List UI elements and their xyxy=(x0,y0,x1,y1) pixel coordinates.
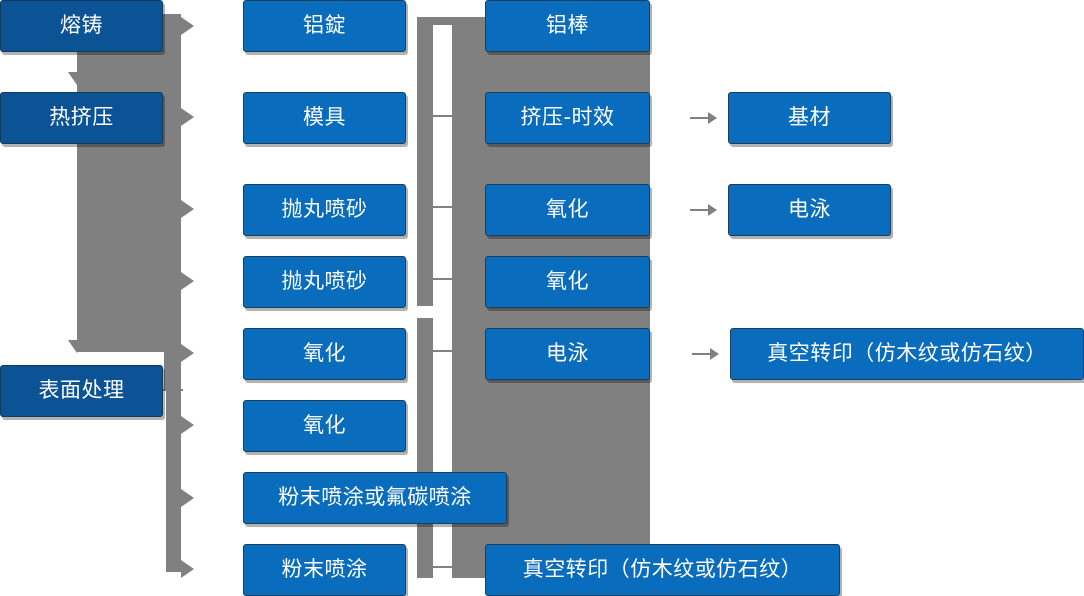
connector-bus-left-notch xyxy=(77,14,92,352)
connector-stage3-vertical xyxy=(164,352,166,391)
process-box-c3-1-label: 铝棒 xyxy=(546,13,589,38)
product-box-c4-3[interactable]: 真空转印（仿木纹或仿石纹） xyxy=(730,328,1084,380)
process-box-c3-3-label: 氧化 xyxy=(546,197,589,222)
arrow-head-c3-3-to-c4-2 xyxy=(708,204,717,216)
product-box-c4-2[interactable]: 电泳 xyxy=(728,184,891,236)
process-box-c2-4-label: 抛丸喷砂 xyxy=(281,269,368,294)
process-box-c3-2[interactable]: 挤压-时效 xyxy=(485,92,650,144)
arrow-to-c2-6 xyxy=(181,416,194,434)
process-box-c2-7-label: 粉末喷涂或氟碳喷涂 xyxy=(278,485,472,510)
process-box-c2-3[interactable]: 抛丸喷砂 xyxy=(243,184,406,236)
stage-box-3[interactable]: 表面处理 xyxy=(0,365,163,417)
arrow-line-c3-5-to-c4-3 xyxy=(692,353,712,355)
tick-c2-1 xyxy=(433,22,453,24)
process-box-c2-5[interactable]: 氧化 xyxy=(243,328,406,380)
process-box-c3-6-label: 真空转印（仿木纹或仿石纹） xyxy=(522,557,803,582)
stage-box-3-label: 表面处理 xyxy=(38,378,125,403)
connector-bus-left-upper xyxy=(77,14,181,352)
stage-box-2-label: 热挤压 xyxy=(49,105,114,130)
arrow-to-c2-3 xyxy=(181,200,194,218)
process-box-c3-5-label: 电泳 xyxy=(546,341,589,366)
process-box-c3-5[interactable]: 电泳 xyxy=(485,328,650,380)
product-box-c4-1-label: 基材 xyxy=(788,105,831,130)
connector-stage3-line xyxy=(163,389,183,391)
stage-box-1-label: 熔铸 xyxy=(60,13,103,38)
process-box-c3-4-label: 氧化 xyxy=(546,269,589,294)
arrow-line-c3-3-to-c4-2 xyxy=(690,209,710,211)
process-box-c2-8[interactable]: 粉末喷涂 xyxy=(243,544,406,596)
product-box-c4-2-label: 电泳 xyxy=(788,197,831,222)
arrow-to-c2-7 xyxy=(181,489,194,507)
process-box-c2-1[interactable]: 铝錠 xyxy=(243,0,406,52)
process-box-c2-4[interactable]: 抛丸喷砂 xyxy=(243,256,406,308)
process-box-c3-4[interactable]: 氧化 xyxy=(485,256,650,308)
product-box-c4-3-label: 真空转印（仿木纹或仿石纹） xyxy=(767,341,1047,366)
arrow-line-c3-2-to-c4-1 xyxy=(690,117,710,119)
arrow-head-c3-5-to-c4-3 xyxy=(710,348,719,360)
tick-c2-4 xyxy=(433,278,453,280)
process-box-c2-6-label: 氧化 xyxy=(303,413,346,438)
tick-c2-8 xyxy=(433,566,453,568)
stage-box-1[interactable]: 熔铸 xyxy=(0,0,163,52)
process-box-c2-7[interactable]: 粉末喷涂或氟碳喷涂 xyxy=(243,472,507,524)
tick-c2-3 xyxy=(433,206,453,208)
product-box-c4-1[interactable]: 基材 xyxy=(728,92,891,144)
connector-bus-mid-narrow-lower xyxy=(417,318,433,578)
arrow-head-c3-2-to-c4-1 xyxy=(708,112,717,124)
process-box-c3-6[interactable]: 真空转印（仿木纹或仿石纹） xyxy=(485,544,840,596)
process-box-c3-1[interactable]: 铝棒 xyxy=(485,0,650,52)
process-box-c3-3[interactable]: 氧化 xyxy=(485,184,650,236)
tick-c2-5 xyxy=(433,350,453,352)
process-box-c2-5-label: 氧化 xyxy=(303,341,346,366)
arrow-to-c2-1 xyxy=(181,17,194,35)
arrow-to-c2-8 xyxy=(181,560,194,578)
process-box-c2-1-label: 铝錠 xyxy=(303,13,346,38)
process-box-c2-6[interactable]: 氧化 xyxy=(243,400,406,452)
process-box-c3-2-label: 挤压-时效 xyxy=(520,105,615,130)
process-box-c2-3-label: 抛丸喷砂 xyxy=(281,197,368,222)
process-box-c2-2[interactable]: 模具 xyxy=(243,92,406,144)
arrow-to-c2-2 xyxy=(181,108,194,126)
arrow-stage2-to-stage3 xyxy=(68,340,86,353)
arrow-to-c2-5 xyxy=(181,344,194,362)
tick-c2-2 xyxy=(433,115,453,117)
arrow-stage1-to-stage2 xyxy=(68,72,86,85)
arrow-to-c2-4 xyxy=(181,272,194,290)
connector-bus-mid-narrow-upper xyxy=(417,17,433,306)
process-box-c2-8-label: 粉末喷涂 xyxy=(281,557,368,582)
stage-box-2[interactable]: 热挤压 xyxy=(0,92,163,144)
process-box-c2-2-label: 模具 xyxy=(303,105,346,130)
connector-bus-left-lower xyxy=(166,352,181,572)
